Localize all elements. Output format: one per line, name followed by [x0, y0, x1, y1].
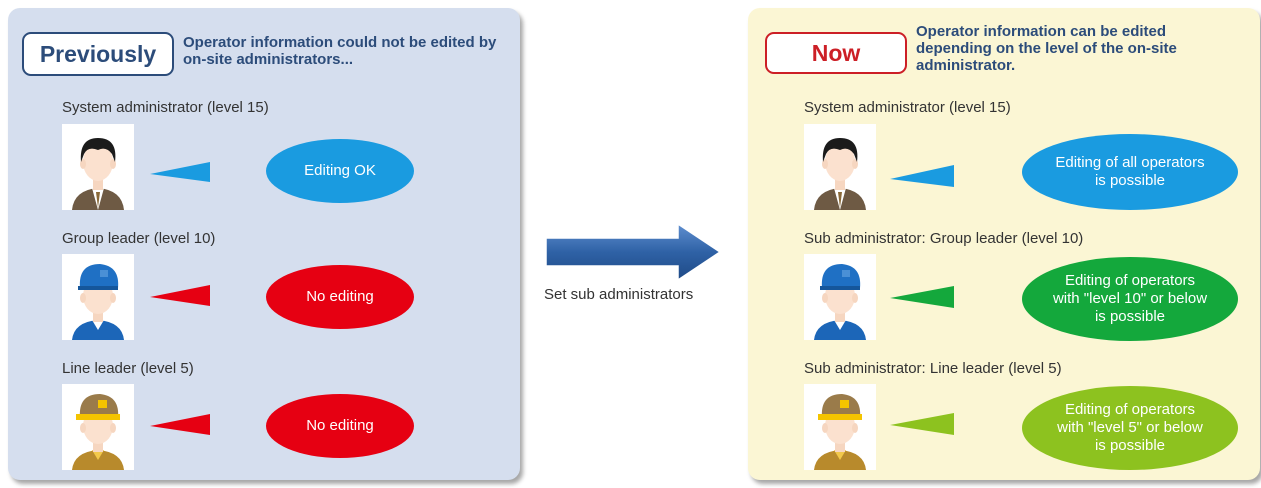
previously-badge: Previously: [22, 32, 174, 76]
yellow-cap-worker-avatar-icon: [804, 384, 876, 470]
now-bubble-text-group-leader: Editing of operators with "level 10" or …: [1052, 272, 1208, 325]
previously-bubble-line-leader: No editing: [150, 393, 470, 459]
blue-cap-worker-avatar-icon: [804, 254, 876, 340]
now-badge: Now: [765, 32, 907, 74]
now-role-line-leader: Sub administrator: Line leader (level 5): [804, 360, 1062, 377]
now-bubble-text-line-leader: Editing of operators with "level 5" or b…: [1057, 401, 1203, 454]
previously-bubble-text-group-leader: No editing: [306, 288, 374, 305]
now-bubble-text-system-admin: Editing of all operators is possible: [1055, 154, 1205, 189]
previously-bubble-group-leader: No editing: [150, 264, 470, 330]
arrow-label: Set sub administrators: [544, 286, 694, 303]
now-description: Operator information can be edited depen…: [916, 23, 1177, 74]
now-bubble-system-admin: Editing of all operators is possible: [890, 133, 1250, 211]
previously-role-group-leader: Group leader (level 10): [62, 230, 216, 247]
now-role-system-admin: System administrator (level 15): [804, 99, 1011, 116]
previously-bubble-text-system-admin: Editing OK: [304, 162, 376, 179]
right-arrow-icon: [542, 222, 724, 287]
previously-role-line-leader: Line leader (level 5): [62, 360, 194, 377]
blue-cap-worker-avatar-icon: [62, 254, 134, 340]
now-role-group-leader: Sub administrator: Group leader (level 1…: [804, 230, 1084, 247]
businessman-avatar-icon: [804, 124, 876, 210]
businessman-avatar-icon: [62, 124, 134, 210]
previously-role-system-admin: System administrator (level 15): [62, 99, 269, 116]
now-bubble-line-leader: Editing of operators with "level 5" or b…: [890, 385, 1250, 471]
previously-bubble-text-line-leader: No editing: [306, 417, 374, 434]
yellow-cap-worker-avatar-icon: [62, 384, 134, 470]
previously-description: Operator information could not be edited…: [183, 34, 497, 68]
previously-bubble-system-admin: Editing OK: [150, 138, 470, 204]
now-bubble-group-leader: Editing of operators with "level 10" or …: [890, 256, 1250, 342]
